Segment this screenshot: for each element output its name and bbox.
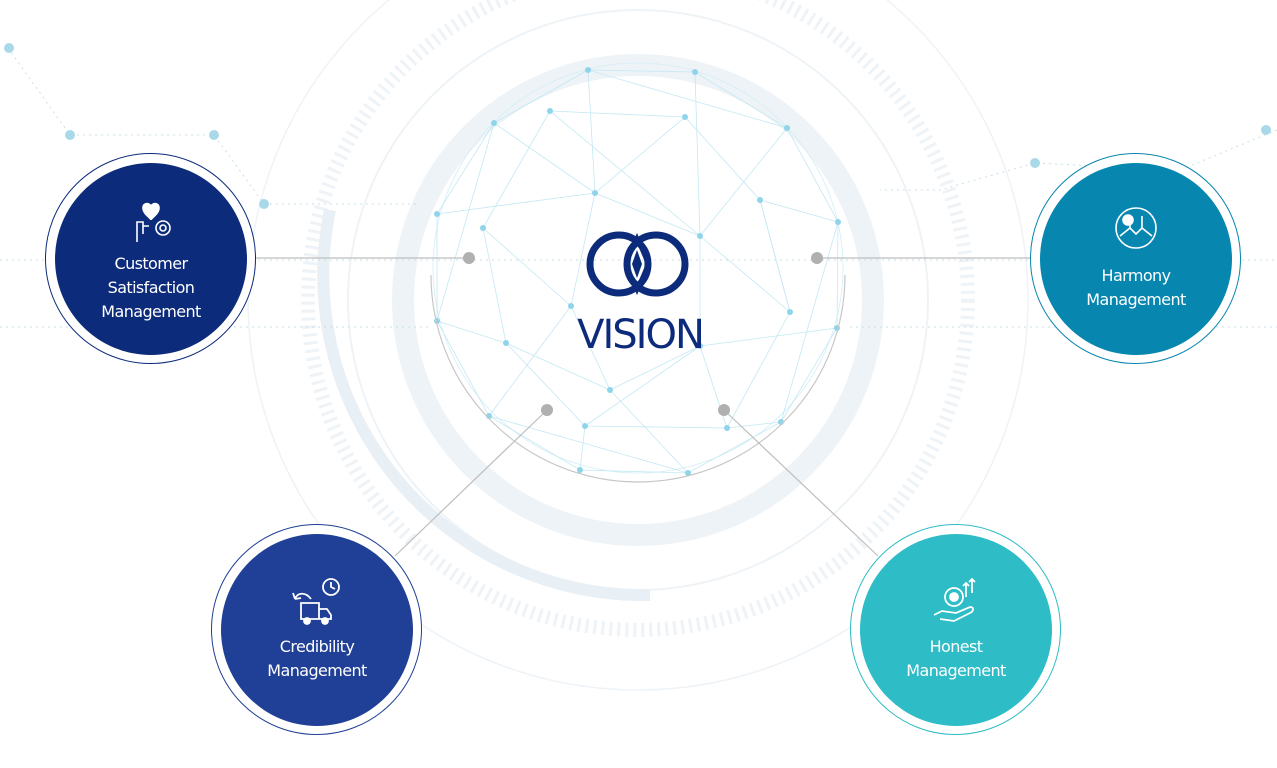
credibility-label: Credibility Management — [267, 637, 367, 680]
delivery-truck-clock-icon — [292, 578, 340, 625]
connector-dots — [463, 252, 823, 416]
harmony-node: Harmony Management — [1040, 163, 1232, 355]
harmony-label: Harmony Management — [1086, 266, 1186, 309]
hand-gear-arrows-icon — [933, 577, 976, 622]
interlocked-rings-diamond-icon — [586, 231, 689, 297]
heart-hand-gear-icon — [136, 202, 171, 242]
connector-lines — [252, 257, 1035, 557]
credibility-node: Credibility Management — [221, 534, 413, 726]
handshake-globe-icon — [1115, 207, 1157, 249]
customer-satisfaction-node: Customer Satisfaction Management — [55, 163, 247, 355]
network-nodes — [434, 67, 841, 476]
honest-label: Honest Management — [906, 637, 1006, 680]
customer-satisfaction-label: Customer Satisfaction Management — [101, 254, 201, 321]
honest-node: Honest Management — [860, 534, 1052, 726]
vision-title: VISION — [577, 312, 705, 358]
arc-accent — [317, 208, 651, 602]
sphere-underline-arc — [430, 274, 846, 483]
